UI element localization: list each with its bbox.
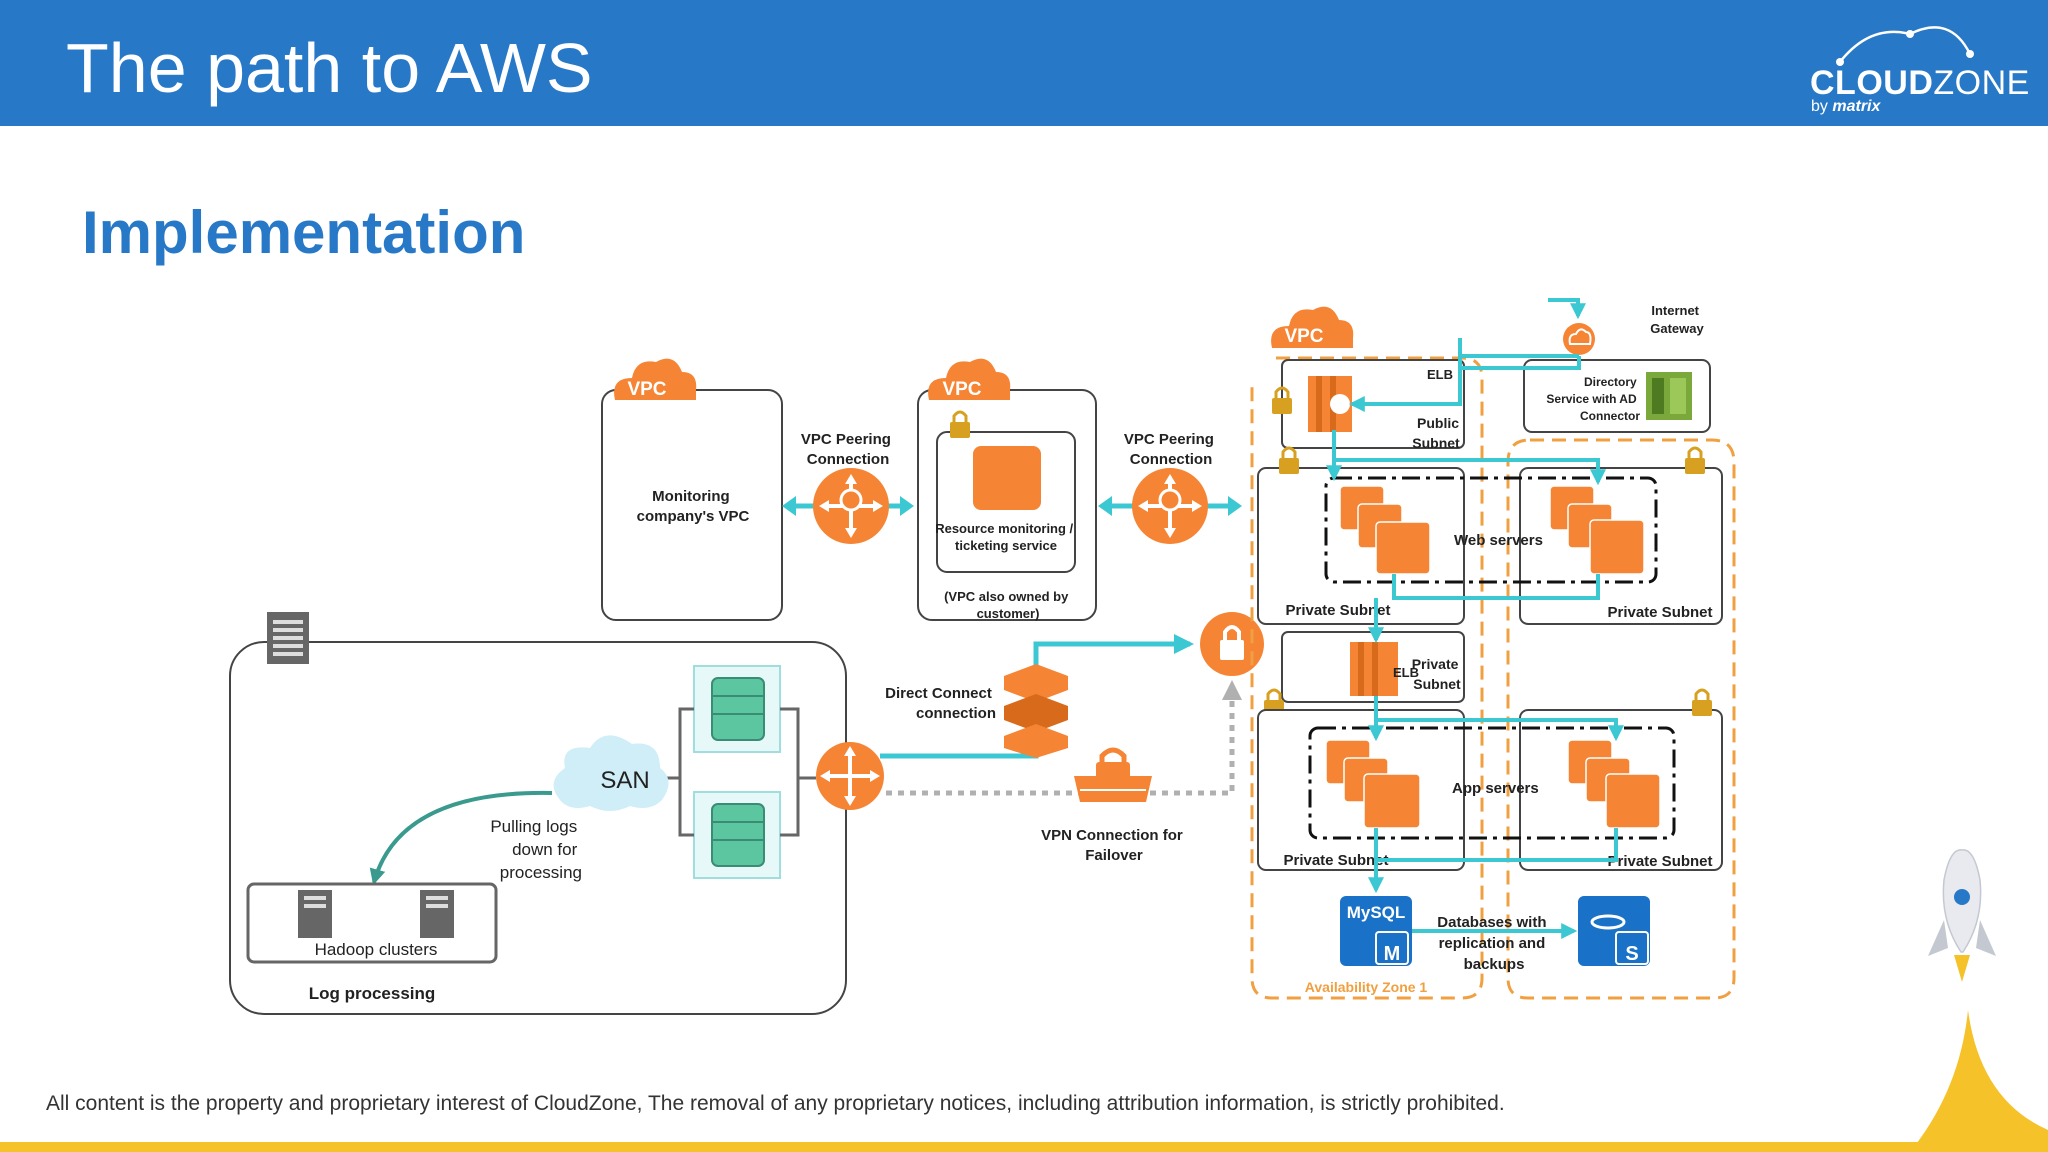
svg-text:Private Subnet: Private Subnet — [1412, 656, 1463, 692]
svg-text:Hadoop clusters: Hadoop clusters — [315, 940, 438, 959]
lock-icon — [1692, 688, 1712, 716]
footer-disclaimer: All content is the property and propriet… — [46, 1092, 1505, 1115]
web-servers-stack-b — [1549, 485, 1645, 575]
svg-text:S: S — [1625, 943, 1638, 965]
svg-text:VPC Peering Connection: VPC Peering Connection — [1124, 431, 1218, 468]
vpc-cloud-icon: VPC — [1271, 306, 1354, 348]
directory-service: Directory Service with AD Connector — [1523, 359, 1711, 433]
lock-icon — [1279, 446, 1299, 474]
svg-text:ELB: ELB — [1427, 367, 1453, 382]
vpc-peering-1: VPC Peering Connection — [782, 431, 914, 544]
resource-vpc: VPC Resource monitoring / ticketing serv… — [917, 358, 1097, 621]
web-servers-label: Web servers — [1454, 532, 1543, 549]
svg-text:Private Subnet: Private Subnet — [1285, 602, 1390, 619]
web-servers-autoscaling-group — [1324, 476, 1658, 584]
pulling-logs-label: Pulling logs down for processing — [490, 817, 582, 882]
building-icon — [267, 612, 309, 664]
db-standby-icon: S — [1578, 896, 1650, 966]
on-premises-datacenter: SAN Pulling logs down for processing Had… — [229, 612, 847, 1015]
storage-array — [662, 665, 816, 879]
svg-text:VPC: VPC — [1284, 326, 1323, 347]
router-icon — [1132, 468, 1208, 544]
service-icon — [973, 446, 1041, 510]
on-prem-router-icon — [816, 742, 884, 810]
svg-text:VPC: VPC — [627, 379, 666, 400]
pulling-logs-arrow — [369, 790, 553, 886]
lock-icon — [1272, 386, 1292, 414]
svg-text:VPC: VPC — [942, 379, 981, 400]
availability-zone-1 — [1250, 356, 1484, 1000]
vpc-traffic-flows — [1326, 298, 1624, 939]
elb-icon — [1350, 642, 1398, 696]
log-processing-label: Log processing — [309, 984, 436, 1003]
vpc-cloud-icon: VPC — [614, 358, 697, 400]
vpn-connection-icon — [1074, 747, 1152, 802]
cloudzone-logo: CLOUDZONE by matrix — [1800, 14, 2030, 118]
brand-byline: by matrix — [1811, 98, 1881, 115]
svg-text:VPC Peering Connection: VPC Peering Connection — [801, 431, 895, 468]
internet-gateway-icon — [1563, 323, 1595, 355]
server-icon — [298, 890, 332, 938]
svg-text:SAN: SAN — [600, 767, 649, 794]
mysql-master-icon: MySQL M — [1340, 896, 1412, 966]
databases-label: Databases with replication and backups — [1437, 914, 1550, 973]
svg-text:Private Subnet: Private Subnet — [1283, 852, 1388, 869]
resource-service-label: Resource monitoring / ticketing service — [935, 521, 1077, 553]
availability-zone-2 — [1506, 438, 1736, 1000]
router-icon — [813, 468, 889, 544]
page-title: The path to AWS — [66, 29, 593, 107]
san-cloud: SAN — [553, 735, 669, 811]
main-vpc: VPC Availability Zone 1 Internet Gateway… — [1250, 298, 1736, 1000]
app-servers-label: App servers — [1452, 780, 1539, 797]
server-icon — [420, 890, 454, 938]
vpc-cloud-icon: VPC — [928, 358, 1011, 400]
rocket-icon — [1928, 849, 1996, 982]
bottom-accent-bar — [0, 1142, 2048, 1152]
direct-connect-icon — [1004, 664, 1068, 758]
svg-text:Private Subnet: Private Subnet — [1607, 853, 1712, 870]
app-servers-autoscaling-group — [1308, 726, 1676, 840]
app-servers-stack-b — [1567, 739, 1661, 829]
directory-service-icon — [1646, 372, 1692, 420]
logo-arc-icon — [1836, 26, 1974, 66]
availability-zone-label: Availability Zone 1 — [1305, 979, 1428, 995]
svg-text:M: M — [1384, 943, 1401, 965]
hadoop-clusters: Hadoop clusters — [246, 882, 498, 964]
vpn-gateway-icon — [1200, 612, 1264, 676]
direct-connect-label: Direct Connect connection — [885, 685, 996, 722]
vpn-connection-label: VPN Connection for Failover — [1041, 827, 1187, 864]
svg-text:Private Subnet: Private Subnet — [1607, 604, 1712, 621]
svg-text:ELB: ELB — [1393, 665, 1419, 680]
svg-text:Public Subnet: Public Subnet — [1412, 415, 1463, 451]
svg-text:Directory Service with: Directory Service with AD Connector — [1546, 375, 1640, 423]
brand-wordmark: CLOUDZONE — [1810, 64, 2030, 102]
section-title: Implementation — [82, 199, 526, 266]
vpc-owned-note: (VPC also owned by customer) — [944, 589, 1072, 621]
lock-icon — [950, 410, 970, 438]
monitoring-vpc-label: Monitoring company's VPC — [637, 488, 750, 525]
vpc-peering-2: VPC Peering Connection — [1098, 431, 1242, 544]
header-bar: The path to AWS CLOUDZONE by matrix — [0, 0, 2048, 126]
app-servers-stack-a — [1325, 739, 1421, 829]
web-servers-stack-a — [1339, 485, 1431, 575]
lock-icon — [1685, 446, 1705, 474]
elb-icon — [1308, 376, 1352, 432]
monitoring-vpc: VPC Monitoring company's VPC — [601, 358, 783, 621]
svg-text:MySQL: MySQL — [1347, 903, 1406, 922]
internet-gateway-label: Internet Gateway — [1650, 303, 1704, 336]
rocket-decoration — [1910, 849, 2048, 1152]
private-subnet-elb: ELB Private Subnet — [1264, 631, 1465, 716]
